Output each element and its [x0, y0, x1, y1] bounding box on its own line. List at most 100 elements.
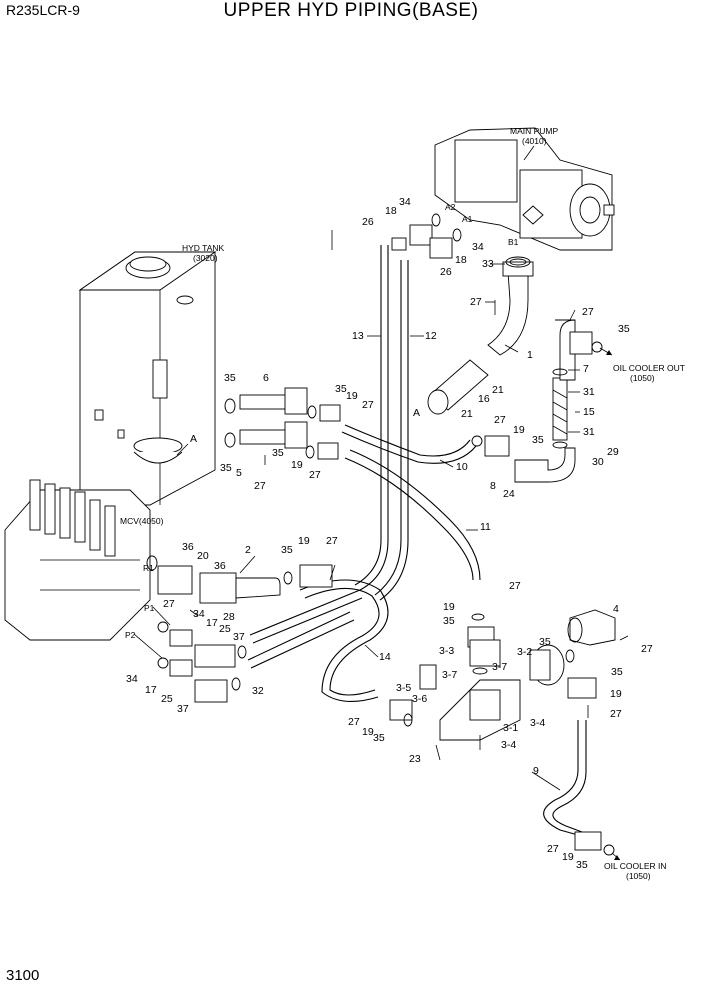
callout: 37 — [177, 703, 189, 715]
callout: 31 — [583, 426, 595, 438]
callout: 27 — [326, 535, 338, 547]
oil-cooler-in-label: OIL COOLER IN — [604, 861, 667, 871]
callout: 19 — [362, 726, 374, 738]
callout: 27 — [509, 580, 521, 592]
callout: 27 — [547, 843, 559, 855]
callout: 21 — [492, 384, 504, 396]
callout: 2 — [245, 544, 251, 556]
callout: 34 — [126, 673, 138, 685]
callout: 27 — [254, 480, 266, 492]
callout: 3-3 — [439, 645, 454, 657]
callout: 5 — [236, 467, 242, 479]
callouts: 34 18 26 34 18 26 33 27 1 13 12 21 16 21… — [126, 196, 653, 871]
callout: 19 — [610, 688, 622, 700]
callout: 3-7 — [442, 669, 457, 681]
port-b1-label: B1 — [508, 237, 519, 247]
callout: 34 — [399, 196, 411, 208]
callout: 25 — [161, 693, 173, 705]
callout: 3-4 — [501, 739, 516, 751]
callout: 35 — [618, 323, 630, 335]
callout: 35 — [373, 732, 385, 744]
hoses — [247, 245, 587, 836]
callout: 35 — [281, 544, 293, 556]
callout: 18 — [385, 205, 397, 217]
callout: 32 — [252, 685, 264, 697]
callout: 37 — [233, 631, 245, 643]
port-p1-label: P1 — [144, 603, 155, 613]
callout: 35 — [576, 859, 588, 871]
callout: 14 — [379, 651, 391, 663]
fittings — [157, 224, 629, 851]
callout: 35 — [272, 447, 284, 459]
oil-cooler-in-ref: (1050) — [626, 871, 651, 881]
callout: 3-1 — [503, 722, 518, 734]
callout: 11 — [480, 521, 491, 533]
callout: 16 — [478, 393, 490, 405]
callout: 33 — [482, 258, 494, 270]
oil-cooler-out-label: OIL COOLER OUT — [613, 363, 685, 373]
callout: 36 — [214, 560, 226, 572]
callout: 23 — [409, 753, 421, 765]
callout: 1 — [527, 349, 533, 361]
callout: 27 — [582, 306, 594, 318]
callout: 31 — [583, 386, 595, 398]
callout: 19 — [513, 424, 525, 436]
callout: 13 — [352, 330, 364, 342]
callout: 35 — [611, 666, 623, 678]
main-pump: MAIN PUMP (4010) A2 A1 B1 — [434, 126, 615, 251]
callout: 34 — [193, 608, 205, 620]
callout: 27 — [641, 643, 653, 655]
detail-a-tank: A — [190, 433, 197, 445]
callout: 17 — [206, 617, 218, 629]
callout: 19 — [562, 851, 574, 863]
callout: 35 — [224, 372, 236, 384]
callout: 17 — [145, 684, 157, 696]
callout: 35 — [532, 434, 544, 446]
callout: 30 — [592, 456, 604, 468]
hyd-tank-label: HYD TANK — [182, 243, 225, 253]
callout: 3-7 — [492, 661, 507, 673]
main-pump-label: MAIN PUMP — [510, 126, 559, 136]
callout: 15 — [583, 406, 595, 418]
callout: 28 — [223, 611, 235, 623]
page-title: UPPER HYD PIPING(BASE) — [223, 0, 479, 21]
hyd-tank: HYD TANK (3020) A — [78, 243, 225, 506]
callout: 10 — [456, 461, 468, 473]
oil-cooler-out-ref: (1050) — [630, 373, 655, 383]
callout: 35 — [539, 636, 551, 648]
callout: 27 — [309, 469, 321, 481]
o-rings — [146, 213, 615, 856]
callout: 35 — [443, 615, 455, 627]
callout: 34 — [472, 241, 484, 253]
callout: 8 — [490, 480, 496, 492]
callout: 6 — [263, 372, 269, 384]
callout: 3-2 — [517, 646, 532, 658]
callout: 35 — [335, 383, 347, 395]
callout: 27 — [362, 399, 374, 411]
callout: 27 — [470, 296, 482, 308]
callout: 25 — [219, 623, 231, 635]
callout: 4 — [613, 603, 619, 615]
detail-a-hose: A — [413, 407, 420, 419]
port-p2-label: P2 — [125, 630, 136, 640]
callout: 29 — [607, 446, 619, 458]
callout: 19 — [298, 535, 310, 547]
leader-lines — [239, 263, 580, 791]
callout: 21 — [461, 408, 473, 420]
main-pump-ref: (4010) — [522, 136, 547, 146]
mcv: MCV(4050) R1 P1 P2 — [4, 479, 171, 659]
callout: 3-6 — [412, 693, 427, 705]
page-number: 3100 — [6, 967, 40, 984]
mcv-label: MCV(4050) — [120, 516, 164, 526]
callout: 26 — [440, 266, 452, 278]
callout: 20 — [197, 550, 209, 562]
callout: 3-5 — [396, 682, 411, 694]
callout: 27 — [610, 708, 622, 720]
callout: 27 — [494, 414, 506, 426]
callout: 19 — [443, 601, 455, 613]
callout: 9 — [533, 765, 539, 777]
callout: 35 — [220, 462, 232, 474]
callout: 19 — [346, 390, 358, 402]
callout: 36 — [182, 541, 194, 553]
